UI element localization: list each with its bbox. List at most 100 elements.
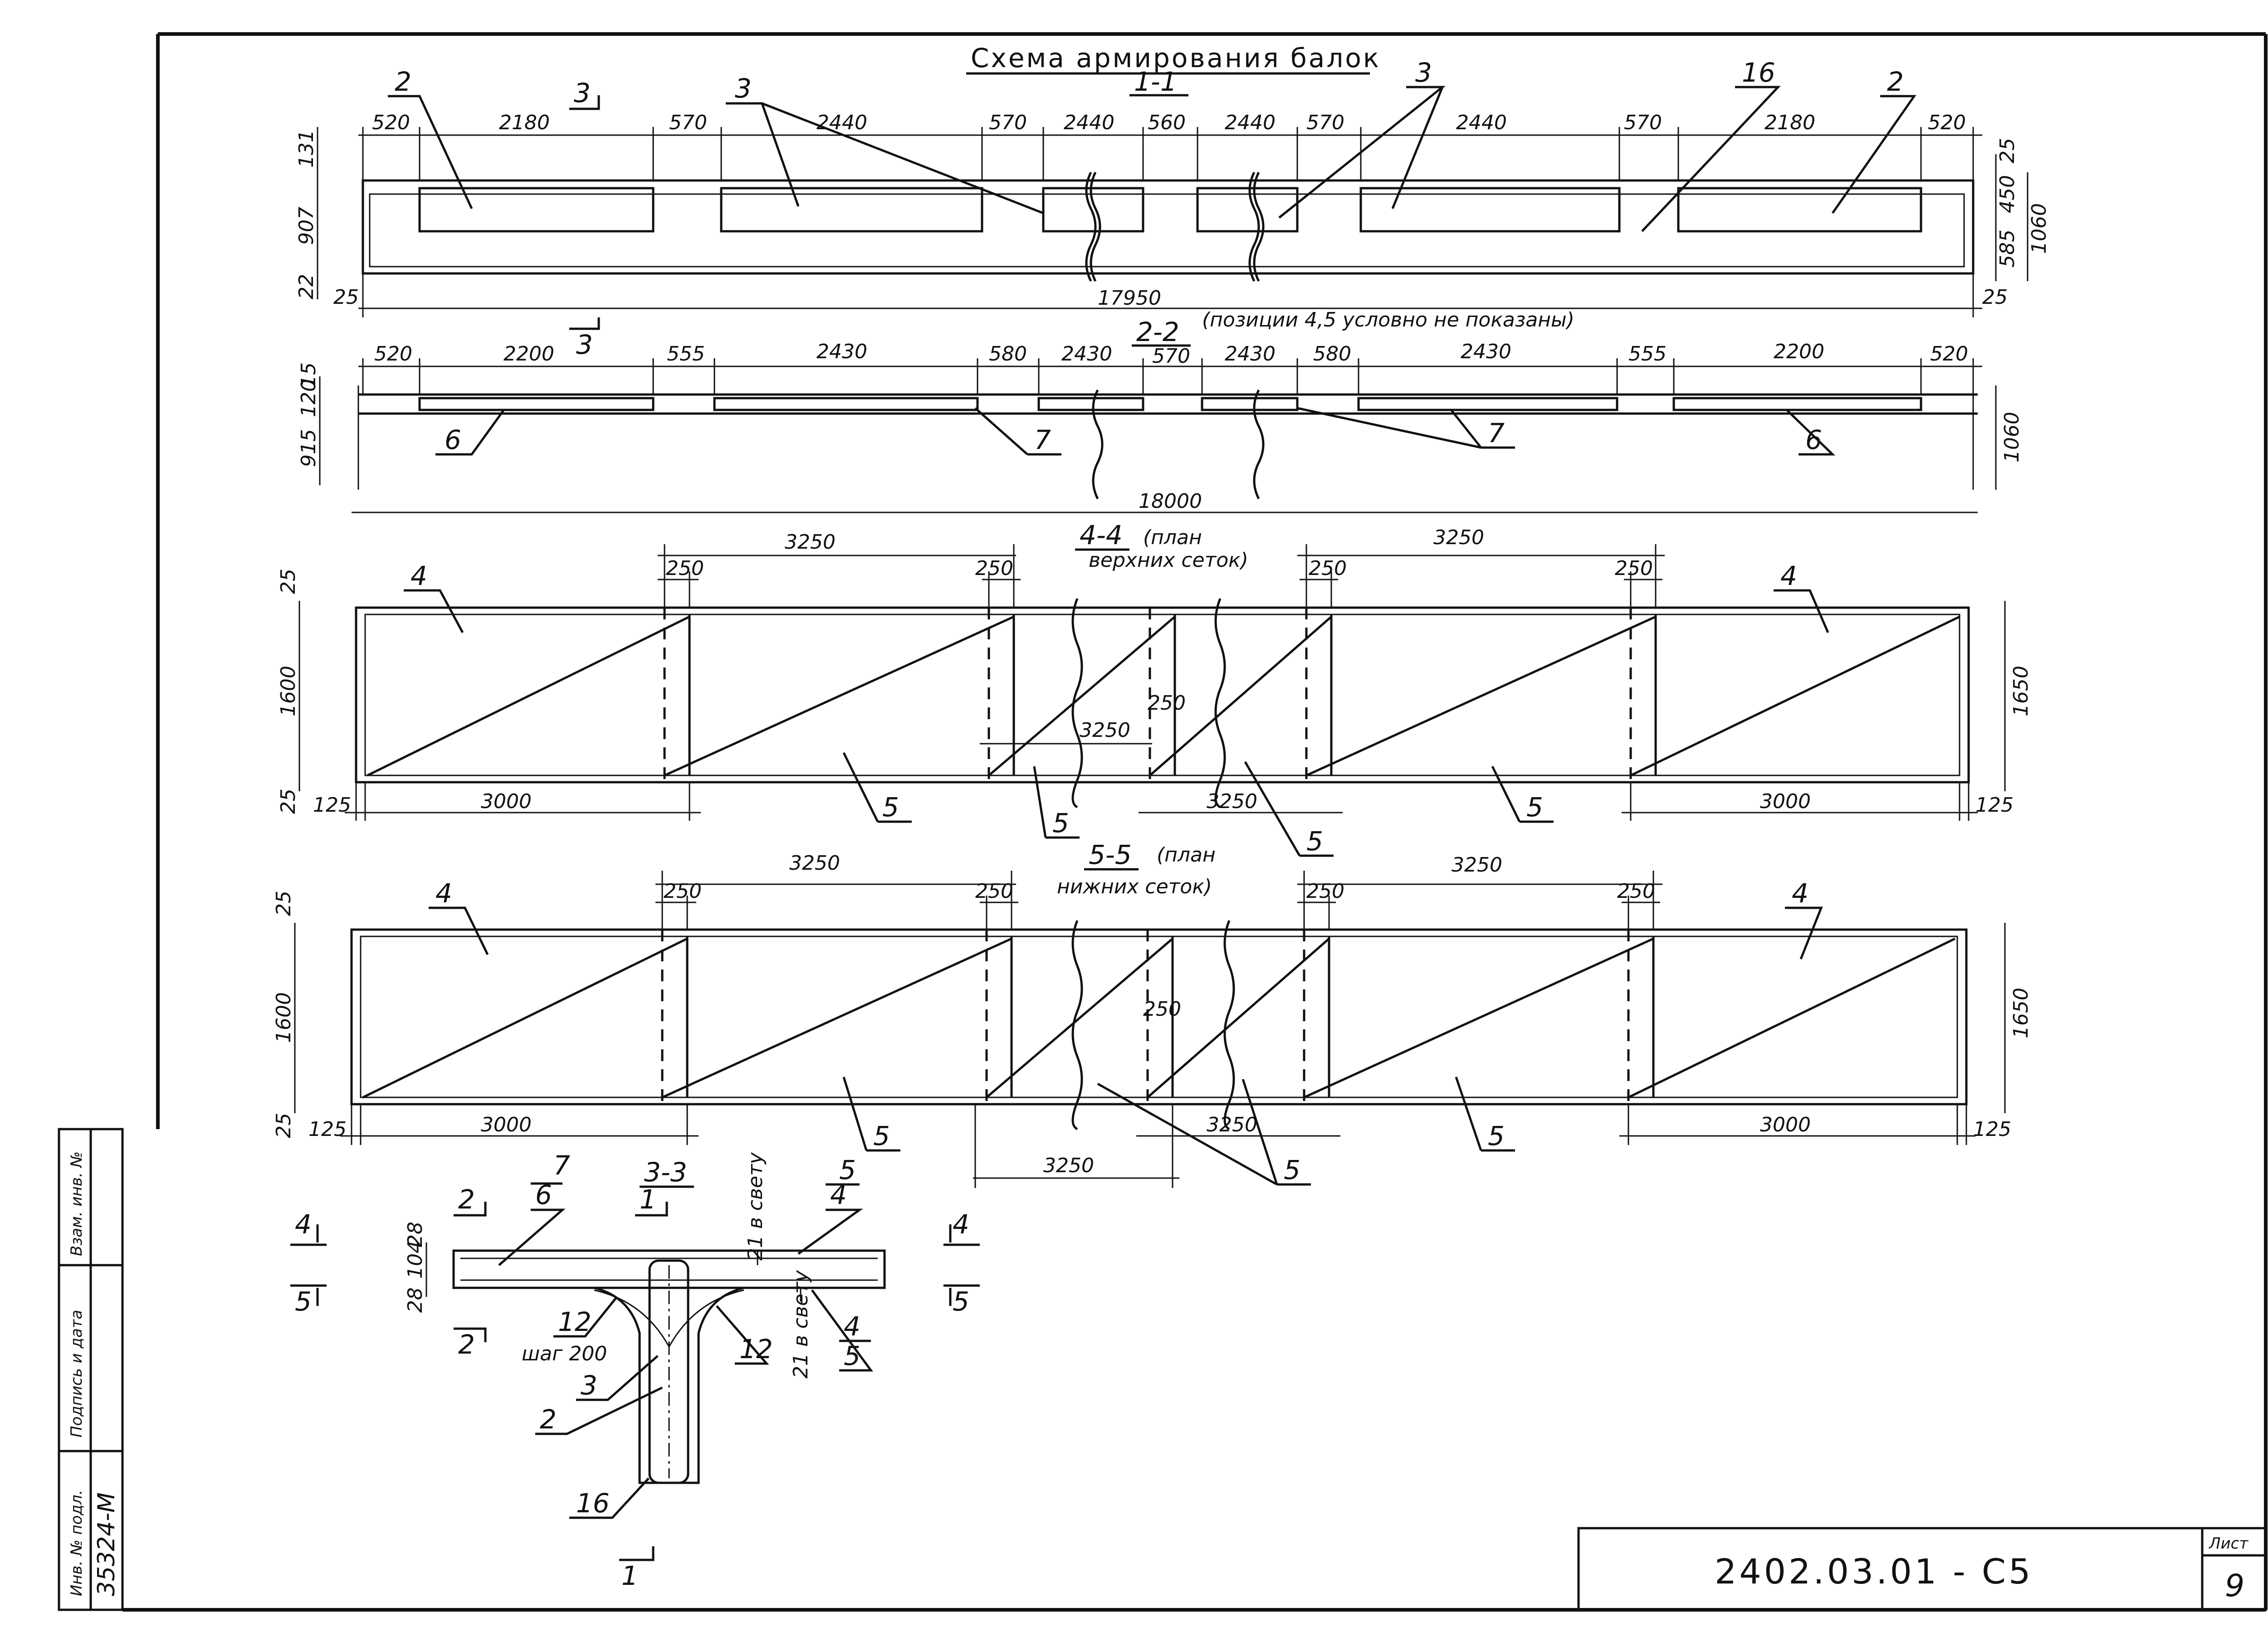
callout-5-5-pos5-b: 5 (1284, 1155, 1300, 1185)
section-3-3-title: 3-3 (644, 1157, 687, 1188)
cut-mark-5-right: 5 (953, 1286, 969, 1317)
section-4-4: 4-4 (план верхних сеток) (277, 520, 2033, 857)
section-5-5-note-1: (план (1157, 843, 1216, 867)
dim-1-1-right-0: 25 (1996, 138, 2019, 163)
dim-1-1-end-left: 25 (333, 286, 359, 309)
dim-4-4-edge-top: 25 (277, 569, 300, 594)
section-5-5-title: 5-5 (1089, 839, 1132, 870)
section-2-2: 2-2 (позиции 4,5 условно не показаны) 52… (297, 308, 2024, 513)
callout-4-4-pos4-right: 4 (1780, 560, 1797, 591)
dim-5-5-ov-mid: 250 (1143, 998, 1181, 1021)
callout-2-2-pos7-right: 7 (1488, 418, 1505, 448)
callout-3-3-pos7: 7 (553, 1150, 570, 1181)
dim-1-1-left-0: 131 (295, 130, 318, 168)
dim-4-4-span-mid: 3250 (1080, 719, 1130, 742)
dim-1-1-top-4: 570 (989, 111, 1027, 134)
dim-2-2-top-1: 2200 (503, 342, 554, 365)
dim-5-5-end-right: 125 (1973, 1118, 2011, 1141)
sheet-label: Лист (2208, 1535, 2248, 1553)
dim-5-5-span-bottom-2: 3250 (1043, 1154, 1094, 1177)
callout-4-4-pos4-left: 4 (411, 560, 427, 591)
dim-5-5-end-left: 125 (308, 1118, 347, 1141)
doc-code: 2402.03.01 - С5 (1715, 1551, 2033, 1592)
section-1-1-title: 1-1 (1134, 66, 1177, 97)
dim-1-1-right-2: 585 (1996, 229, 2019, 268)
callout-1-1-pos3-a: 3 (735, 73, 752, 104)
section-5-5-note-2: нижних сеток) (1057, 875, 1212, 898)
dim-2-2-top-9: 2430 (1461, 340, 1511, 363)
dim-1-1-top-8: 570 (1306, 111, 1344, 134)
dim-4-4-height: 1600 (277, 666, 300, 716)
callout-5-5-pos4-right: 4 (1792, 878, 1809, 909)
dim-4-4-ov-1: 250 (666, 557, 704, 580)
dim-1-1-top-0: 520 (372, 111, 410, 134)
dim-2-2-top-4: 580 (989, 342, 1027, 365)
section-4-4-note-1: (план (1143, 526, 1202, 549)
dim-2-2-total: 18000 (1139, 490, 1202, 513)
cut-mark-1-top: 1 (640, 1184, 656, 1215)
dim-4-4-edge-bottom: 25 (277, 789, 300, 814)
section-1-1: 1-1 520 2180 570 2440 570 2440 56 (295, 57, 2051, 360)
cut-mark-4-left: 4 (295, 1209, 312, 1240)
dim-2-2-top-5: 2430 (1061, 342, 1112, 365)
cut-mark-4-right: 4 (953, 1209, 969, 1240)
dim-1-1-top-7: 2440 (1225, 111, 1276, 134)
dim-4-4-ov-4: 250 (1615, 557, 1653, 580)
stamp-inv-number: 35324-М (93, 1492, 120, 1596)
dim-2-2-top-12: 520 (1930, 342, 1968, 365)
callout-4-4-pos5-c: 5 (1306, 826, 1323, 857)
dim-2-2-left-1: 120 (297, 379, 320, 417)
stamp-inv-label: Инв. № подл. (68, 1490, 86, 1596)
callout-3-3-pos16: 16 (576, 1488, 610, 1519)
dim-3-3-left-1: 104 (404, 1241, 427, 1279)
dim-2-2-left-2: 915 (297, 429, 320, 467)
callout-2-2-pos6-left: 6 (445, 424, 461, 455)
dim-1-1-left-2: 22 (295, 274, 318, 299)
cover-top: 21 в свету (744, 1152, 767, 1261)
dim-5-5-ov-3: 250 (1306, 880, 1344, 903)
dim-2-2-top-7: 2430 (1225, 342, 1276, 365)
dim-5-5-span-right: 3250 (1452, 853, 1502, 877)
callout-2-2-pos7-left: 7 (1034, 424, 1051, 455)
dim-5-5-panel-left: 3000 (481, 1113, 532, 1136)
callout-1-1-pos2-right: 2 (1887, 66, 1904, 97)
dim-5-5-ov-1: 250 (664, 880, 702, 903)
dim-1-1-left-1: 907 (295, 207, 318, 245)
step-note: шаг 200 (522, 1342, 607, 1365)
dim-5-5-ov-2: 250 (975, 880, 1013, 903)
dim-5-5-height: 1600 (272, 992, 295, 1043)
dim-4-4-span-bottom: 3250 (1207, 790, 1257, 813)
dim-1-1-top-9: 2440 (1456, 111, 1507, 134)
callout-3-3-pos5-top: 5 (839, 1155, 856, 1185)
dim-4-4-span-left: 3250 (785, 531, 836, 554)
dim-5-5-panel-right: 3000 (1760, 1113, 1811, 1136)
dim-5-5-ov-4: 250 (1617, 880, 1655, 903)
dim-4-4-span-right: 3250 (1433, 526, 1484, 549)
cut-mark-2-top: 2 (458, 1184, 475, 1215)
sheet-number: 9 (2225, 1568, 2244, 1604)
stamp-sign-label: Подпись и дата (68, 1310, 86, 1437)
dim-1-1-top-1: 2180 (499, 111, 550, 134)
cut-mark-3-bottom: 3 (576, 329, 593, 360)
dim-1-1-top-10: 570 (1624, 111, 1662, 134)
dim-5-5-height-total: 1650 (2009, 988, 2033, 1038)
dim-2-2-top-3: 2430 (816, 340, 867, 363)
callout-3-3-pos12-left: 12 (558, 1306, 591, 1337)
dim-4-4-height-total: 1650 (2009, 666, 2033, 716)
dim-2-2-top-8: 580 (1313, 342, 1351, 365)
dim-4-4-ov-2: 250 (975, 557, 1013, 580)
dim-2-2-left-0: 15 (297, 362, 320, 388)
dim-2-2-top-11: 2200 (1774, 340, 1824, 363)
dim-5-5-span-left: 3250 (789, 852, 840, 875)
dim-1-1-top-3: 2440 (816, 111, 867, 134)
dim-5-5-edge-bottom: 25 (272, 1113, 295, 1138)
callout-4-4-pos5-a: 5 (882, 792, 899, 823)
callout-5-5-pos5-a: 5 (873, 1121, 890, 1151)
dim-1-1-top-12: 520 (1928, 111, 1966, 134)
dim-4-4-ov-mid: 250 (1148, 692, 1186, 715)
cover-bottom: 21 в свету (789, 1270, 812, 1379)
cut-mark-3-top: 3 (574, 78, 591, 108)
dim-1-1-right-3: 1060 (2028, 203, 2051, 254)
cut-mark-5-left: 5 (295, 1286, 312, 1317)
